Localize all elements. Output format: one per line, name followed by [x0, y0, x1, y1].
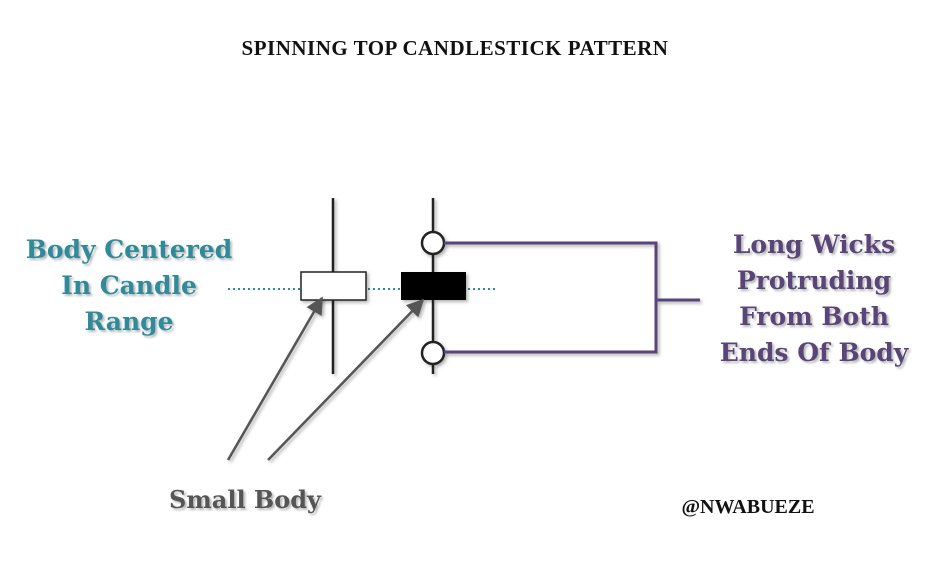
long-wicks-line-3: From Both — [739, 302, 889, 331]
body-centered-label: Body Centered In Candle Range — [5, 232, 253, 340]
white-spinning-top-candle — [300, 198, 367, 374]
long-wicks-bracket — [444, 241, 700, 354]
long-wicks-label: Long Wicks Protruding From Both Ends Of … — [692, 227, 936, 371]
white-candle-body — [300, 271, 367, 301]
upper-wick-marker-circle — [420, 230, 446, 256]
author-credit: @NWABUEZE — [681, 496, 815, 518]
small-body-label: Small Body — [169, 485, 321, 514]
arrow-to-white-body — [226, 296, 324, 461]
diagram-title: SPINNING TOP CANDLESTICK PATTERN — [241, 36, 669, 60]
long-wicks-line-4: Ends Of Body — [719, 338, 909, 367]
black-candle-body — [401, 272, 466, 300]
small-body-arrows — [226, 296, 425, 461]
bracket-line — [444, 241, 658, 354]
arrow-to-black-body — [267, 298, 425, 461]
body-centered-line-3: Range — [84, 307, 174, 336]
body-centered-line-1: Body Centered — [25, 235, 233, 264]
lower-wick-marker-circle — [420, 340, 446, 366]
black-spinning-top-candle — [401, 198, 466, 374]
long-wicks-line-1: Long Wicks — [732, 230, 896, 259]
long-wicks-line-2: Protruding — [736, 266, 892, 295]
body-centered-line-2: In Candle — [61, 271, 197, 300]
